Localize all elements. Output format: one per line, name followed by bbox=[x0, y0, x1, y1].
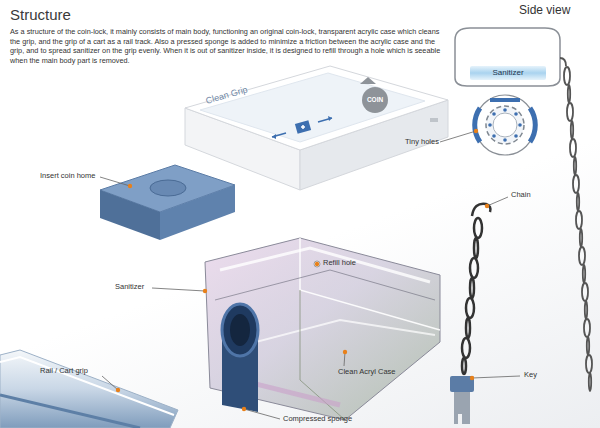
side-view-chain bbox=[560, 58, 592, 391]
key-symbol bbox=[450, 376, 474, 424]
caption-text: As a structure of the coin-lock, it main… bbox=[10, 27, 450, 65]
compressed-sponge bbox=[222, 304, 258, 412]
sanitizer-band: Sanitizer bbox=[470, 66, 546, 80]
part-label: Compressed sponge bbox=[283, 415, 352, 424]
view-title: Side view bbox=[519, 4, 570, 18]
part-label: Key bbox=[524, 371, 537, 380]
part-label: Insert coin home bbox=[40, 172, 95, 181]
coin-slider bbox=[100, 165, 235, 240]
node-text: Sanitizer bbox=[470, 66, 546, 80]
leader-dots bbox=[116, 129, 489, 411]
button-text: COIN bbox=[363, 96, 387, 103]
part-label: Rail / Cart grip bbox=[40, 367, 88, 376]
side-view-section bbox=[455, 28, 560, 155]
part-label: Tiny holes bbox=[405, 138, 439, 147]
leader-lines bbox=[100, 131, 520, 419]
part-label: Sanitizer bbox=[115, 283, 144, 292]
part-label: Chain bbox=[511, 191, 531, 200]
part-label: Clean Acryl Case bbox=[338, 368, 396, 377]
cart-grip-rail bbox=[0, 350, 178, 428]
main-body bbox=[185, 66, 448, 190]
acrylic-case bbox=[205, 238, 440, 420]
title: Structure bbox=[10, 6, 71, 23]
chain-and-key bbox=[462, 204, 491, 374]
part-label: Refill hole bbox=[323, 259, 356, 268]
